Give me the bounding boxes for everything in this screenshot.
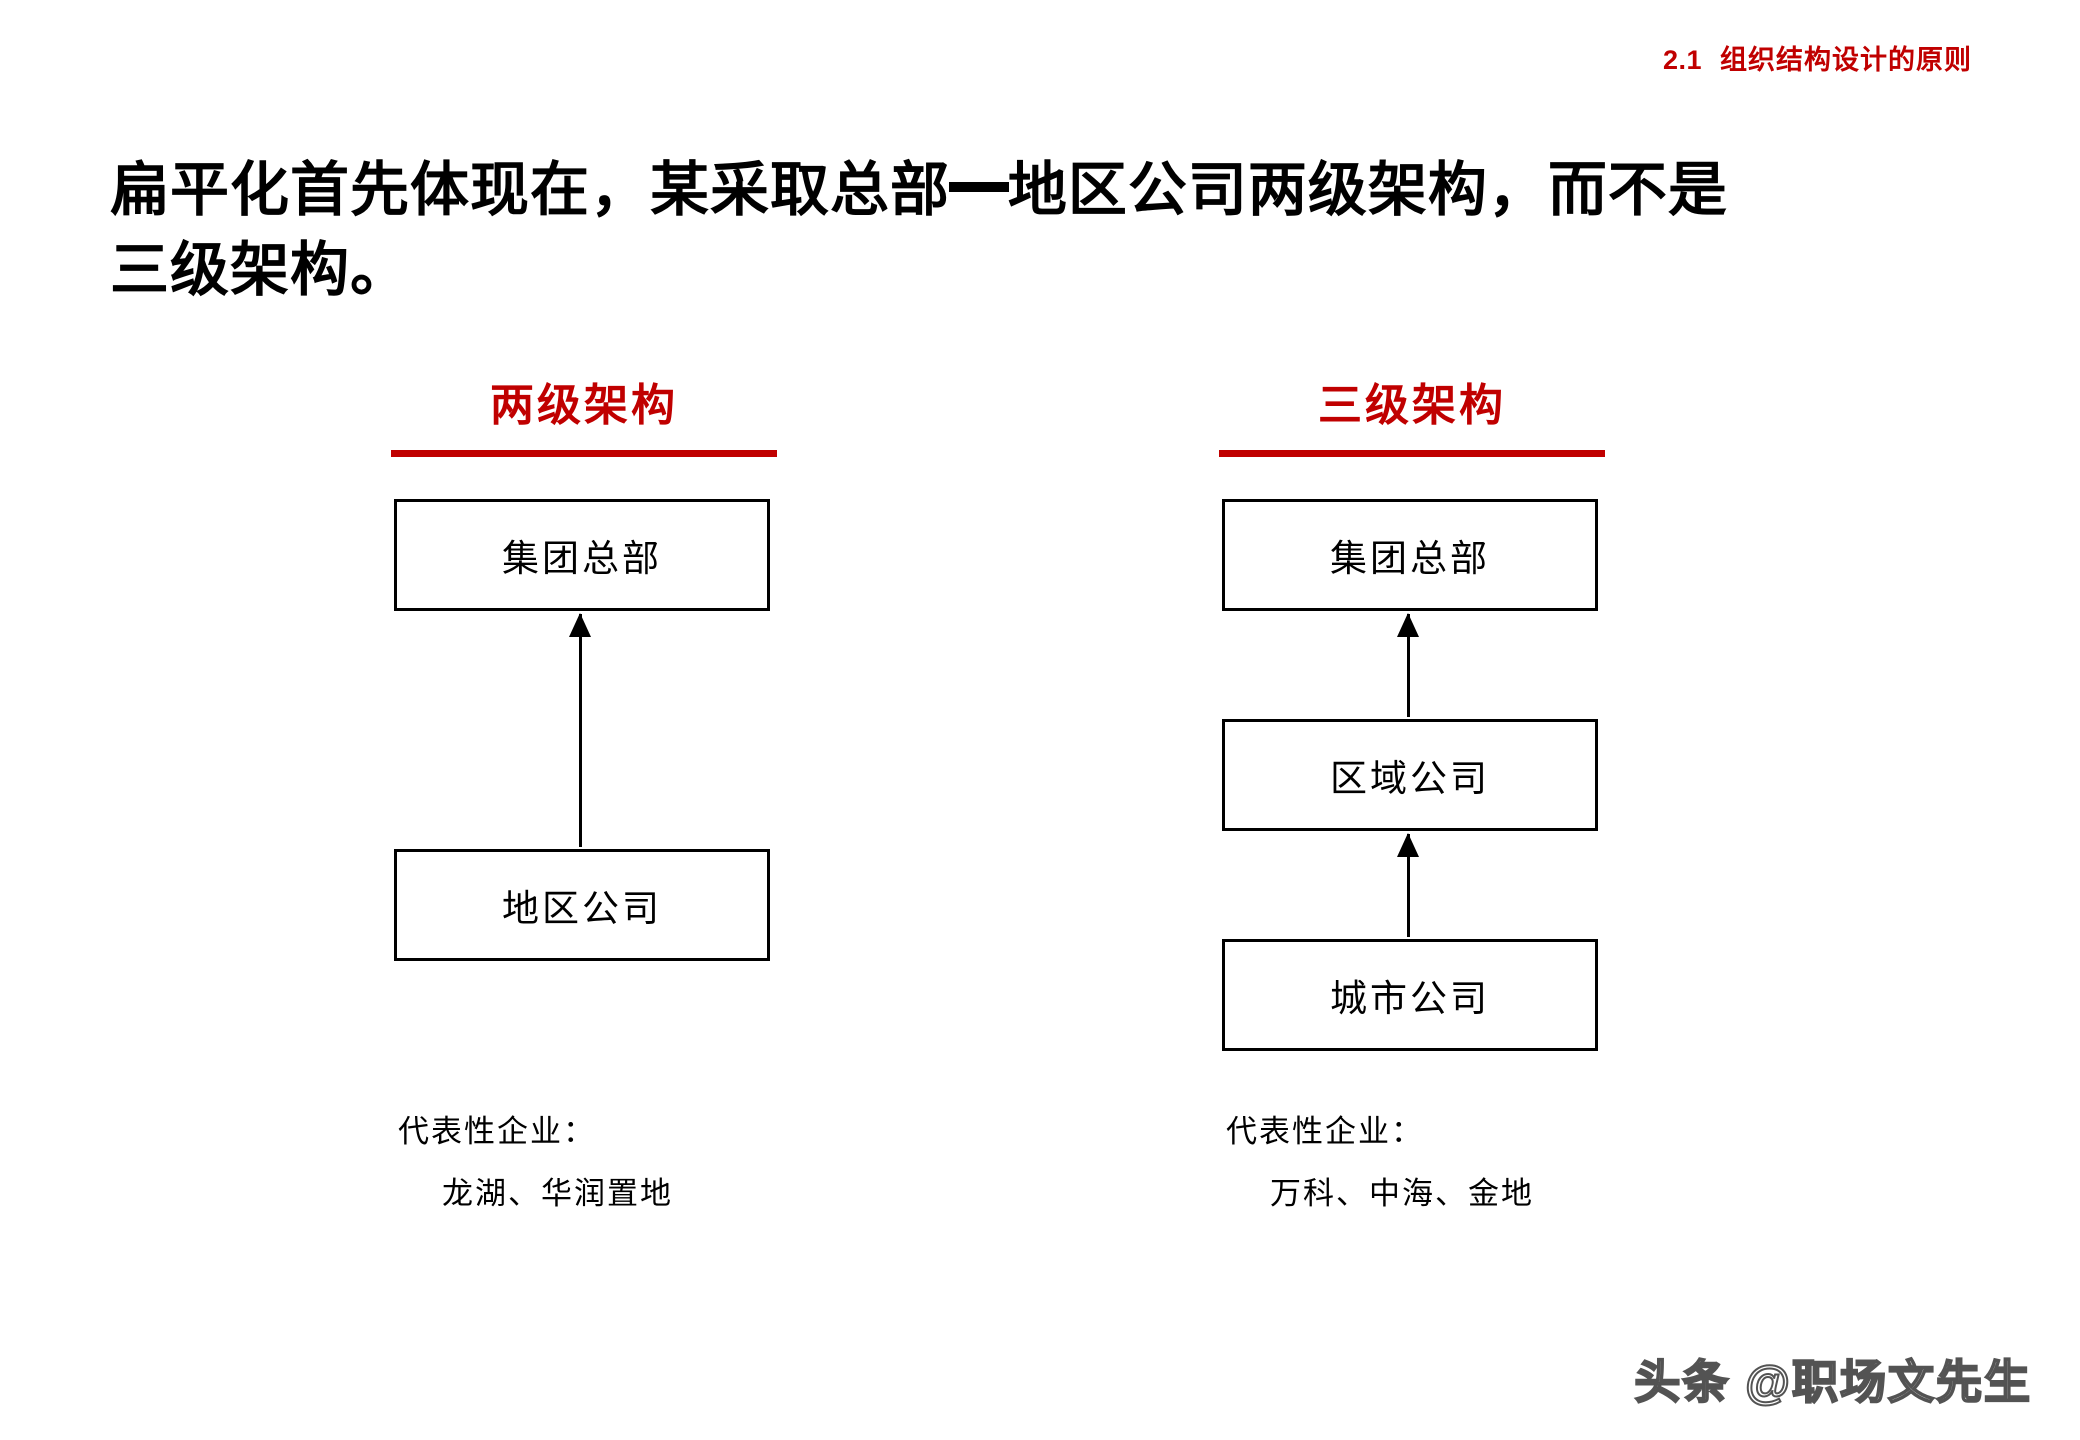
three-tier-caption-label: 代表性企业： [1226,1114,1424,1149]
page-title: 扁平化首先体现在，某采取总部地区公司两级架构，而不是 三级架构。 [110,150,1990,310]
node-group-headquarters-three-tier[interactable]: 集团总部 [1222,499,1598,611]
em-dash-icon [948,182,1010,193]
column-two-tier-structure: 两级架构 集团总部 地区公司 代表性企业： 龙湖、华润置地 [324,380,844,1225]
node-city-company-three-tier[interactable]: 城市公司 [1222,939,1598,1051]
title-line-1-part-a: 扁平化首先体现在，某采取总部 [110,157,951,223]
three-tier-heading: 三级架构 [1318,381,1506,430]
slide-header: 2.1 组织结构设计的原则 [1663,38,1972,77]
two-tier-caption-companies: 龙湖、华润置地 [442,1176,673,1211]
title-line-2: 三级架构。 [110,237,411,303]
node-group-headquarters-two-tier[interactable]: 集团总部 [394,499,770,611]
two-tier-caption-label: 代表性企业： [398,1114,596,1149]
section-title: 组织结构设计的原则 [1720,45,1972,75]
arrow-area-to-headquarters-icon [1397,613,1419,717]
two-tier-heading-rule [391,450,777,457]
section-number: 2.1 [1662,45,1702,75]
column-three-tier-structure: 三级架构 集团总部 区域公司 城市公司 代表性企业： 万科、中海、金地 [1152,380,1672,1225]
arrow-region-to-headquarters-icon [569,613,591,847]
two-tier-heading: 两级架构 [490,381,678,430]
node-area-company-three-tier[interactable]: 区域公司 [1222,719,1598,831]
arrow-city-to-area-icon [1397,833,1419,937]
three-tier-caption-companies: 万科、中海、金地 [1270,1176,1534,1211]
two-tier-caption: 代表性企业： 龙湖、华润置地 [324,1101,844,1225]
three-tier-caption: 代表性企业： 万科、中海、金地 [1152,1101,1672,1225]
two-tier-diagram: 集团总部 地区公司 [324,499,844,1059]
title-line-1-part-b: 地区公司两级架构，而不是 [1007,157,1728,223]
title-line-1: 扁平化首先体现在，某采取总部地区公司两级架构，而不是 [110,150,1990,230]
three-tier-diagram: 集团总部 区域公司 城市公司 [1152,499,1672,1059]
watermark: 头条 @职场文先生 [1633,1355,2032,1409]
three-tier-heading-rule [1219,450,1605,457]
node-regional-company-two-tier[interactable]: 地区公司 [394,849,770,961]
